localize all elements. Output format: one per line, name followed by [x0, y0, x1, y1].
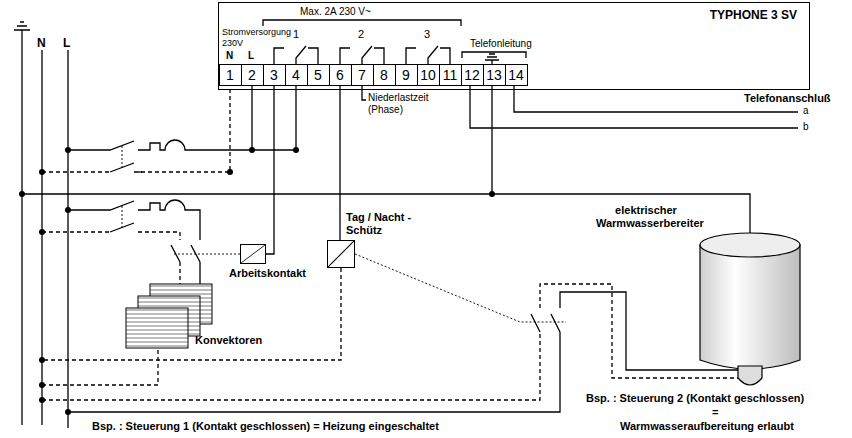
dot [39, 382, 45, 388]
terminal-number: 12 [462, 65, 483, 85]
control-wire [266, 86, 274, 255]
junction-dots [19, 147, 495, 415]
dot [39, 397, 45, 403]
output-number: 2 [358, 28, 364, 41]
wire-letter: a [803, 105, 809, 117]
terminal-block: 2 [241, 64, 264, 86]
terminal-block: 9 [395, 64, 418, 86]
terminal-number: 11 [440, 65, 461, 85]
phone-label: Telefonanschluß [744, 92, 831, 105]
terminal-number: 8 [374, 65, 395, 85]
mains-pole: N [37, 36, 46, 50]
example-note: = [712, 406, 718, 419]
terminal-number: 3 [264, 65, 285, 85]
terminal-pole: N [226, 50, 233, 62]
relay-coil: Tag / Nacht -Schütz [327, 240, 355, 268]
dot [39, 169, 45, 175]
terminal-block: 6 [329, 64, 352, 86]
example-note: Bsp. : Steuerung 2 (Kontakt geschlossen) [586, 392, 804, 405]
device-label: elektrischer Warmwasserbereiter [596, 204, 696, 230]
terminal-number: 4 [286, 65, 307, 85]
terminal-number: 5 [308, 65, 329, 85]
heater-body [700, 245, 800, 369]
terminal-block: 11 [439, 64, 462, 86]
neutral-wires [42, 86, 738, 400]
rating-note: Max. 2A 230 V~ [300, 6, 371, 18]
dot [489, 191, 495, 197]
control-wire [339, 86, 340, 241]
example-note: Warmwasseraufbereitung erlaubt [620, 420, 794, 433]
coil-diagonal [328, 241, 354, 267]
relay-label: Tag / Nacht -Schütz [346, 211, 414, 237]
relay-label: Arbeitskontakt [229, 267, 306, 279]
terminal-block: 1 [219, 64, 242, 86]
output-number: 3 [424, 28, 430, 41]
output-number: 1 [293, 28, 299, 41]
terminal-block: 7 [351, 64, 374, 86]
device-label: Konvektoren [195, 334, 262, 347]
heater-top [700, 233, 800, 257]
terminal-block: 14 [505, 64, 528, 86]
terminal-number: 1 [220, 65, 241, 85]
note-label: Niederlastzeit (Phase) [368, 92, 440, 116]
heater-element [738, 366, 762, 385]
breaker-gaps [138, 171, 142, 172]
phone-line-label: Telefonleitung [470, 38, 532, 50]
terminal-number: 13 [484, 65, 505, 85]
terminal-block: 13 [483, 64, 506, 86]
terminal-block: 8 [373, 64, 396, 86]
terminal-number: 2 [242, 65, 263, 85]
example-note: Bsp. : Steuerung 1 (Kontakt geschlossen)… [92, 420, 439, 433]
dot [19, 191, 25, 197]
terminal-pole: L [248, 50, 254, 62]
terminal-number: 10 [418, 65, 439, 85]
dot [65, 409, 71, 415]
water-heater [700, 233, 800, 385]
terminal-number: 9 [396, 65, 417, 85]
dot [65, 147, 71, 153]
dot [293, 147, 299, 153]
terminal-block: 12 [461, 64, 484, 86]
coil-symbol [328, 241, 354, 267]
dot [39, 357, 45, 363]
terminal-block: 4 [285, 64, 308, 86]
dot [249, 147, 255, 153]
terminal-number: 7 [352, 65, 373, 85]
coil-symbol [241, 245, 265, 263]
terminal-block: 10 [417, 64, 440, 86]
dot [39, 229, 45, 235]
terminal-number: 6 [330, 65, 351, 85]
solid-wires [14, 20, 798, 428]
terminal-number: 14 [506, 65, 527, 85]
wire-letter: b [803, 121, 809, 133]
supply-label: Stromversorgung 230V [222, 27, 294, 49]
terminal-block: 5 [307, 64, 330, 86]
relay-coil: Arbeitskontakt [240, 244, 266, 264]
coil-diagonal [241, 245, 265, 263]
dot [227, 169, 233, 175]
terminal-block: 3 [263, 64, 286, 86]
dot [65, 207, 71, 213]
device-title: TYPHONE 3 SV [710, 8, 797, 22]
convector-panel [126, 308, 188, 348]
mains-pole: L [63, 36, 70, 50]
